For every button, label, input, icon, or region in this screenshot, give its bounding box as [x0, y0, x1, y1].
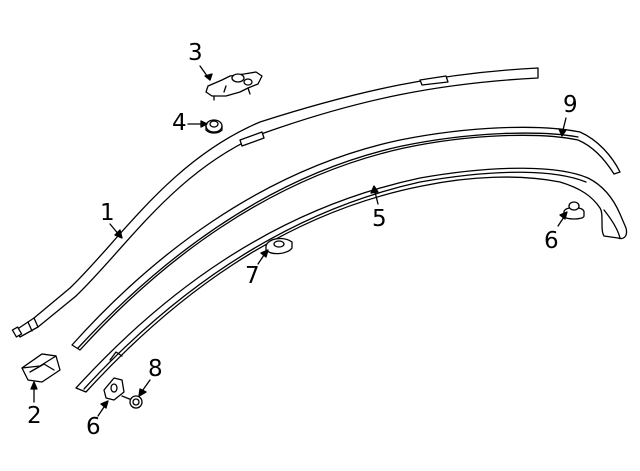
part-9-frame-molding	[72, 127, 620, 350]
arrowhead-5	[371, 186, 378, 193]
callout-7: 7	[245, 263, 260, 289]
part-1-roof-molding	[12, 68, 538, 337]
leader-lines	[31, 66, 567, 416]
arrowhead-6-right	[560, 212, 567, 219]
callout-9: 9	[563, 92, 578, 118]
part-7-clip	[266, 239, 292, 254]
arrowhead-9	[559, 129, 566, 136]
callout-2: 2	[27, 403, 42, 429]
part-2-end-cap	[22, 354, 60, 382]
callout-6-right: 6	[544, 228, 559, 254]
callout-5: 5	[372, 206, 387, 232]
arrowhead-3	[205, 74, 212, 80]
part-3-bracket	[206, 72, 262, 100]
callout-6-left: 6	[86, 414, 101, 440]
arrowhead-6-left	[101, 401, 108, 408]
part-6-grommet-right	[564, 202, 584, 219]
arrowhead-1	[115, 230, 122, 238]
arrowhead-4	[201, 121, 207, 127]
part-4-nut	[206, 120, 222, 133]
part-8-screw	[122, 396, 142, 408]
arrowhead-2	[31, 382, 37, 389]
part-6-clip-left	[104, 378, 124, 400]
arrowhead-8	[139, 389, 146, 396]
arrowhead-7	[261, 250, 268, 257]
callout-4: 4	[172, 110, 187, 136]
callout-1: 1	[100, 200, 115, 226]
callout-3: 3	[188, 40, 203, 66]
callout-8: 8	[148, 356, 163, 382]
